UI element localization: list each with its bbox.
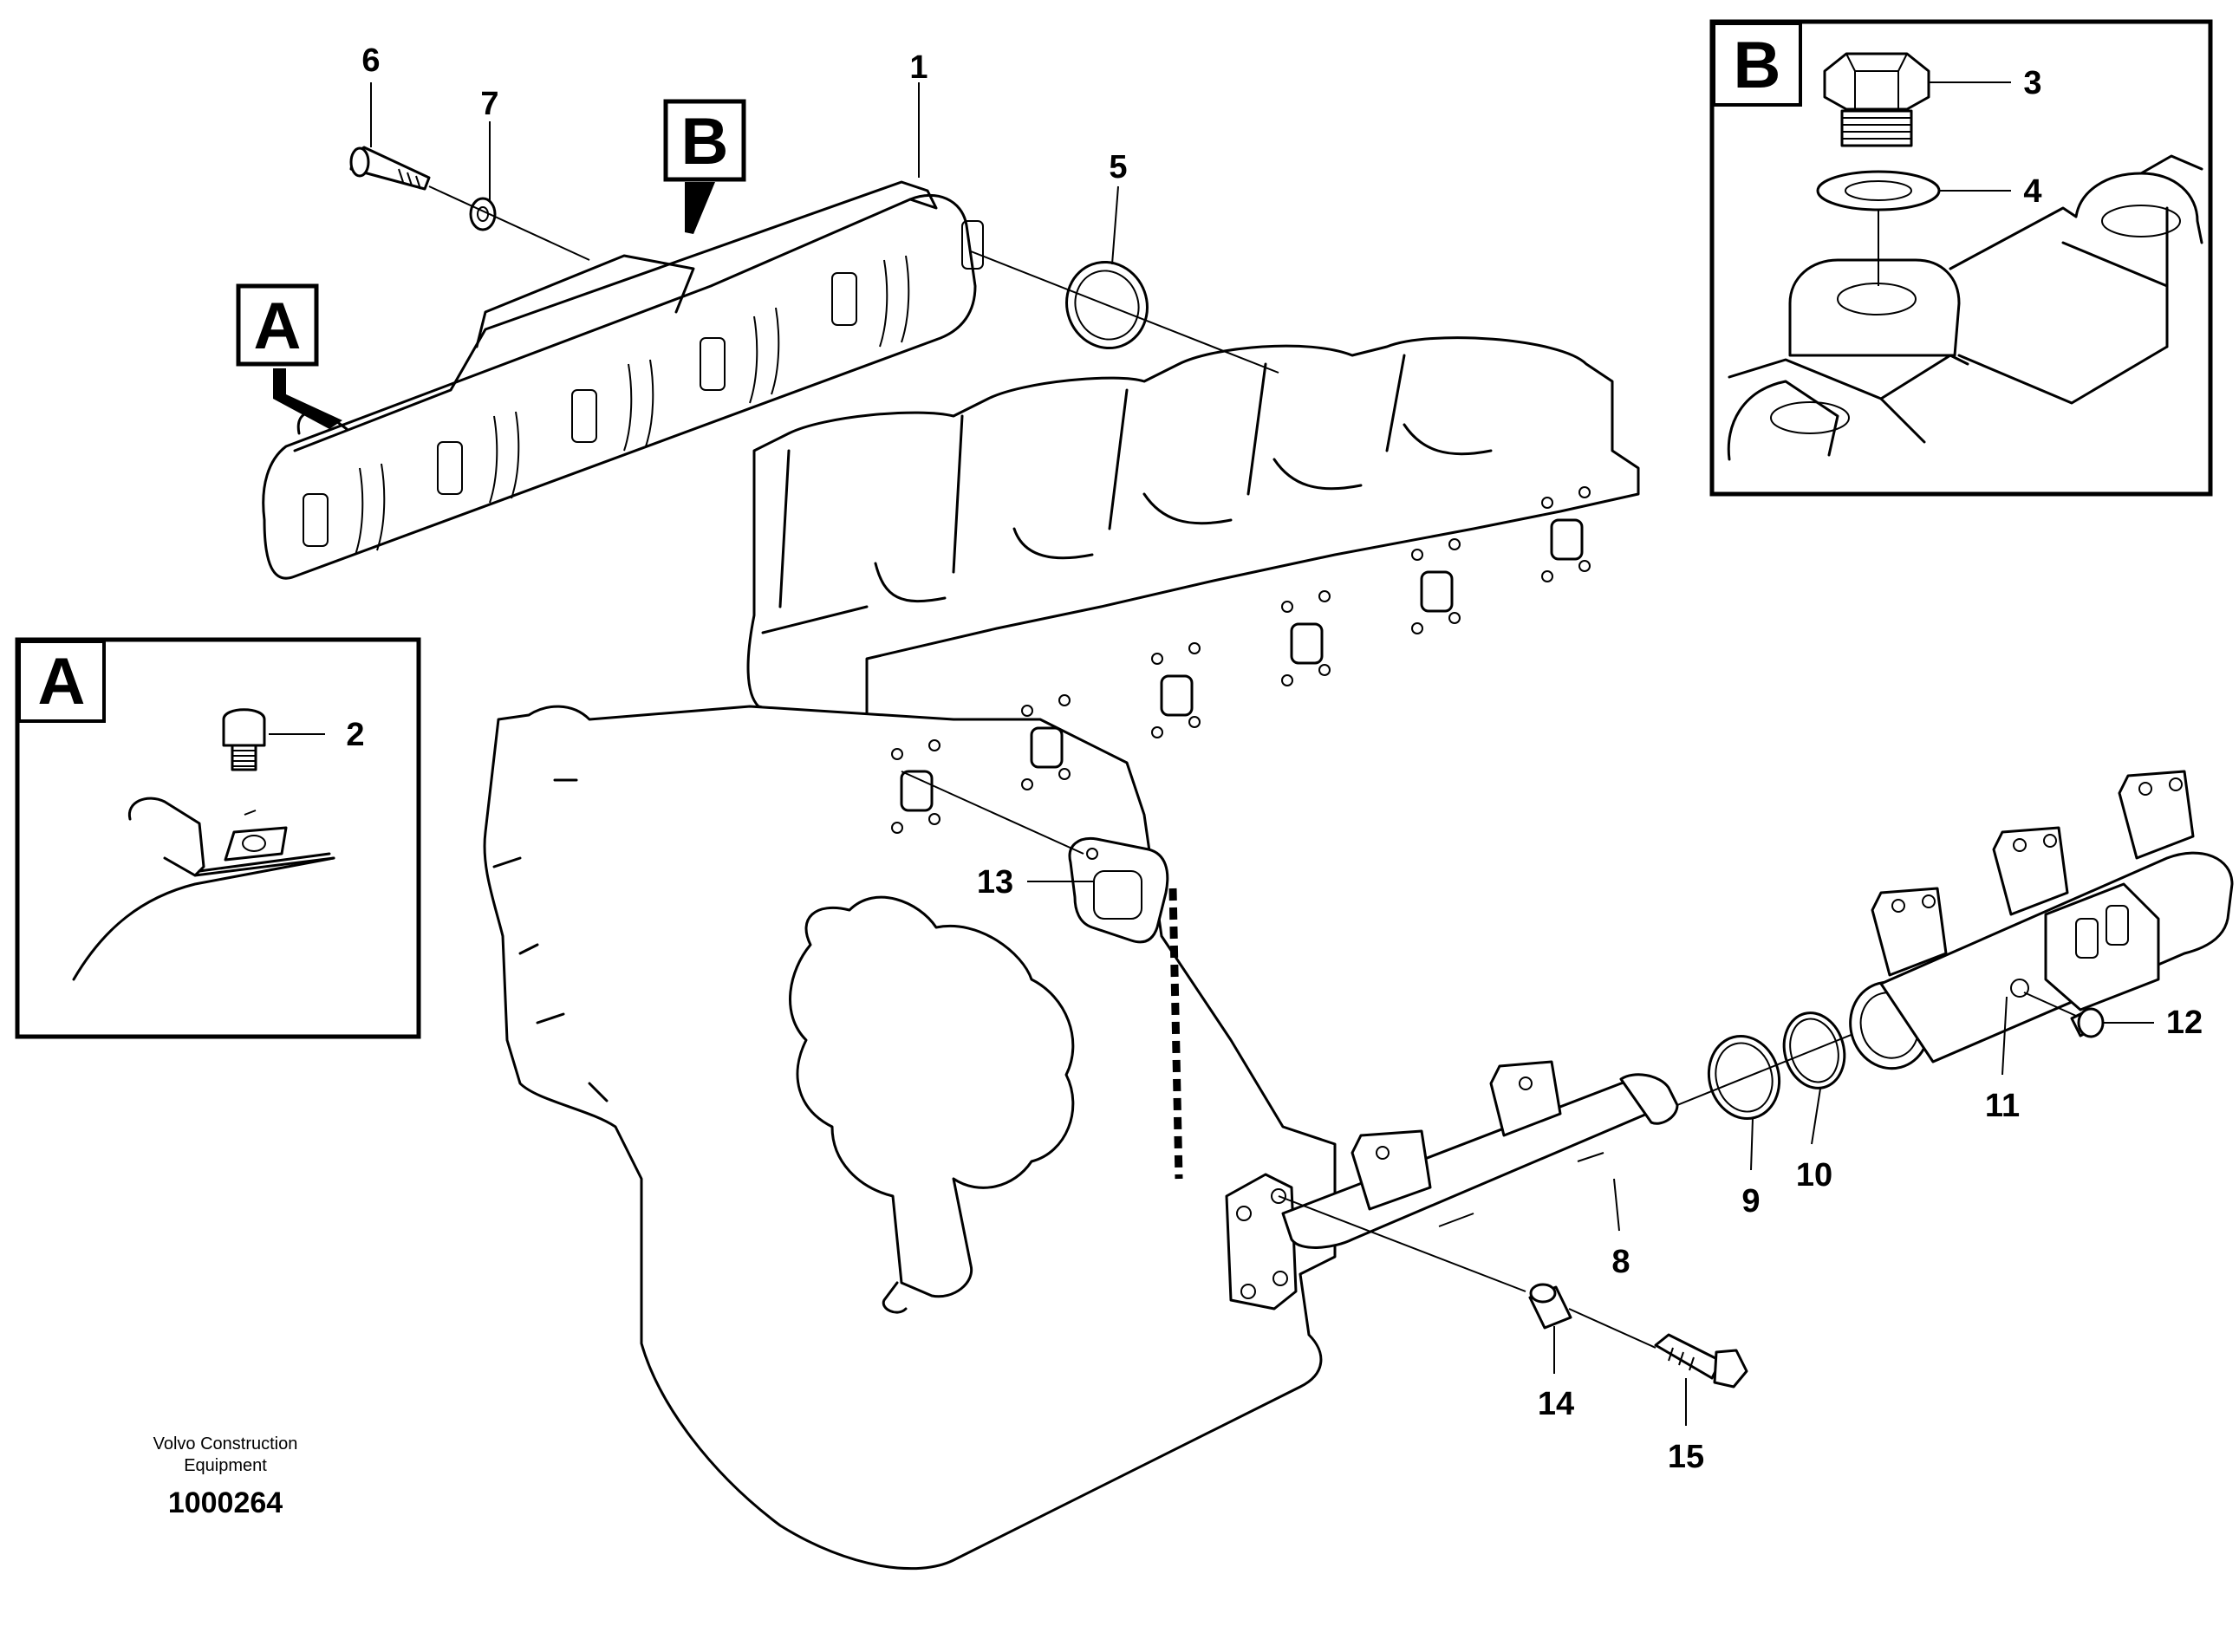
callout-10: 10 (1796, 1157, 1832, 1193)
seal-ring-5 (970, 250, 1279, 374)
callout-7: 7 (480, 86, 498, 122)
detail-box-a-letter: A (38, 645, 86, 719)
company-name-line1: Volvo Construction (153, 1434, 298, 1454)
main-box-a-letter: A (254, 289, 302, 363)
callout-8: 8 (1611, 1244, 1630, 1280)
company-name-line2: Equipment (184, 1456, 267, 1475)
front-exhaust-manifold (262, 180, 984, 580)
detail-box-b-letter: B (1734, 29, 1781, 102)
detail-view-a (15, 637, 421, 1039)
gasket-13 (901, 771, 1183, 1180)
callout-5: 5 (1109, 149, 1127, 185)
box-label-a-main (236, 283, 342, 429)
main-box-b-letter: B (681, 105, 729, 179)
leader-lines (269, 81, 2154, 1426)
callout-14: 14 (1538, 1386, 1574, 1422)
callout-12: 12 (2166, 1005, 2203, 1041)
box-label-b-main (663, 99, 746, 234)
rear-manifold-section-8 (1225, 1060, 1679, 1311)
callout-11: 11 (1985, 1088, 2020, 1124)
callout-13: 13 (977, 864, 1013, 901)
seal-rings-9-10 (1676, 1011, 1882, 1121)
callout-2: 2 (346, 717, 364, 753)
detail-view-b (1709, 19, 2213, 497)
turbo-end-manifold-11 (1849, 770, 2234, 1070)
drawing-number: 1000264 (168, 1486, 283, 1519)
callout-9: 9 (1741, 1183, 1760, 1219)
spacer-14-and-bolt-15 (1278, 1195, 1748, 1389)
callout-3: 3 (2023, 65, 2041, 101)
bolt-6-and-washer-7 (349, 146, 590, 261)
callout-1: 1 (909, 49, 927, 86)
callout-numbers: 1 2 3 4 5 6 7 8 9 10 11 12 13 14 15 (346, 42, 2203, 1475)
callout-4: 4 (2023, 173, 2041, 210)
callout-15: 15 (1668, 1439, 1704, 1475)
engine-block (483, 336, 1640, 1571)
callout-6: 6 (361, 42, 380, 79)
